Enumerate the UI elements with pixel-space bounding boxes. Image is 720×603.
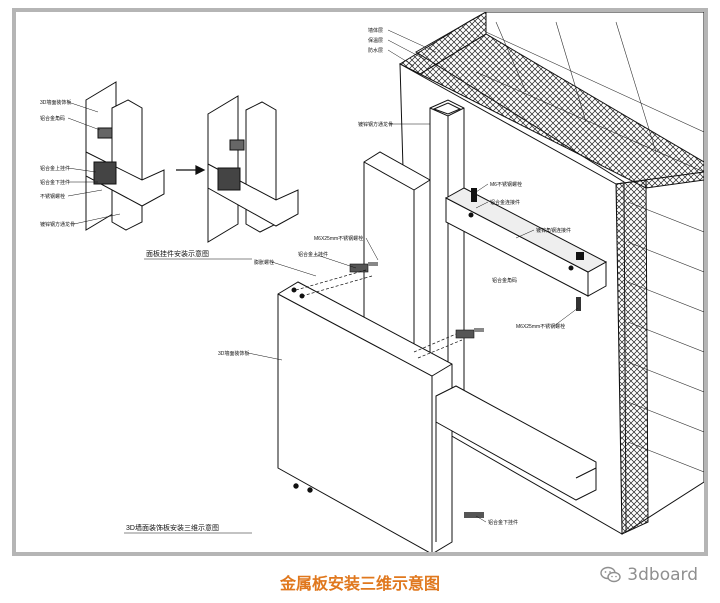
label-screw-upper: M6X25mm不锈钢螺栓 (314, 235, 363, 242)
label-ul-5: 不锈钢螺栓 (40, 193, 65, 200)
caption-title: 金属板安装三维示意图 (279, 574, 440, 593)
m6-bolt-graphic (471, 188, 477, 202)
label-main-keel: 镀锌钢方通龙骨 (358, 121, 393, 128)
label-anchor: 膨胀螺栓 (254, 259, 274, 266)
label-ul-6: 镀锌钢方通龙骨 (40, 221, 75, 228)
subtitle-hook-install: 面板挂件安装示意图 (146, 249, 209, 258)
detail-left (85, 81, 165, 231)
label-ul-3: 铝合金上挂件 (40, 165, 70, 172)
lower-screw-graphic (576, 297, 581, 311)
label-ul-1: 3D墙面装饰板 (40, 99, 71, 106)
panel-right (435, 385, 597, 542)
label-hook-lower: 铝合金下挂件 (488, 519, 518, 526)
detail-middle (207, 95, 299, 243)
label-panel: 3D墙面装饰板 (218, 350, 249, 357)
label-corner: 铝合金角码 (492, 277, 517, 284)
leader-lines (67, 29, 579, 523)
label-bolt-b: 铝合金连接件 (490, 199, 520, 206)
corner-graphic (576, 252, 584, 260)
watermark-text: 3dboard (627, 565, 698, 585)
panel-front (277, 281, 453, 552)
label-ul-4: 铝合金下挂件 (40, 179, 70, 186)
installation-diagram: 墙体层 保温层 防水层 3D墙面装饰板 铝合金角码 铝合金上挂件 铝合金下挂件 … (40, 12, 704, 552)
subtitle-3d-install: 3D墙面装饰板安装三维示意图 (126, 523, 219, 532)
lower-hook-graphic (464, 512, 484, 518)
label-hook-upper: 铝合金上挂件 (298, 251, 328, 258)
wechat-icon (600, 566, 621, 583)
label-screw-lower: M6X25mm不锈钢螺栓 (516, 323, 565, 330)
angle-steel-bracket (444, 187, 608, 297)
alignment-lines (295, 269, 463, 359)
label-bolt-a: M6不锈钢螺栓 (490, 181, 522, 188)
label-angle-steel: 镀锌角钢连接件 (536, 227, 571, 234)
label-wall-layer: 墙体层 (368, 27, 383, 34)
label-insulation-layer: 保温层 (368, 37, 383, 44)
arrow-icon (176, 165, 206, 175)
label-waterproof-layer: 防水层 (368, 47, 383, 54)
watermark: 3dboard (600, 565, 698, 585)
label-ul-2: 铝合金角码 (40, 115, 65, 122)
